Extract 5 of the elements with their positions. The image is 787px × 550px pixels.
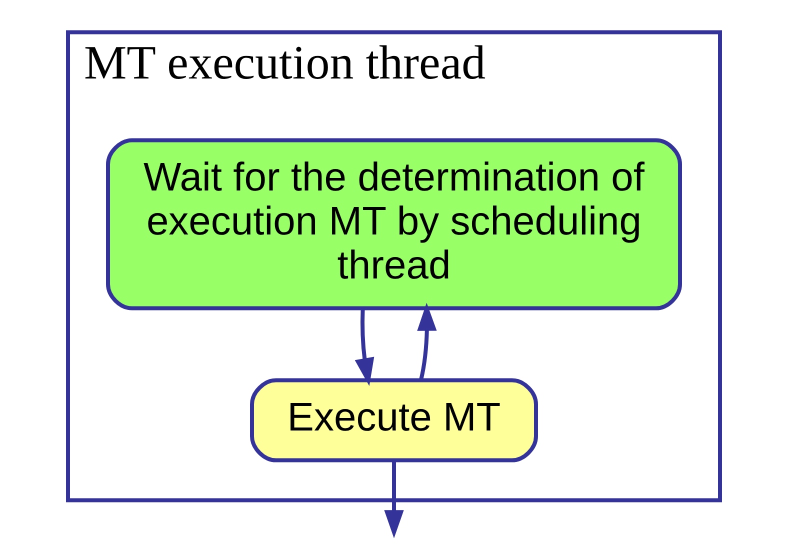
arrow — [416, 302, 436, 381]
arrow — [384, 460, 404, 538]
node-box: Execute MT — [250, 378, 538, 462]
node-box: Wait for the determination of execution MT by scheduling thread — [106, 138, 682, 310]
arrow — [354, 308, 374, 386]
